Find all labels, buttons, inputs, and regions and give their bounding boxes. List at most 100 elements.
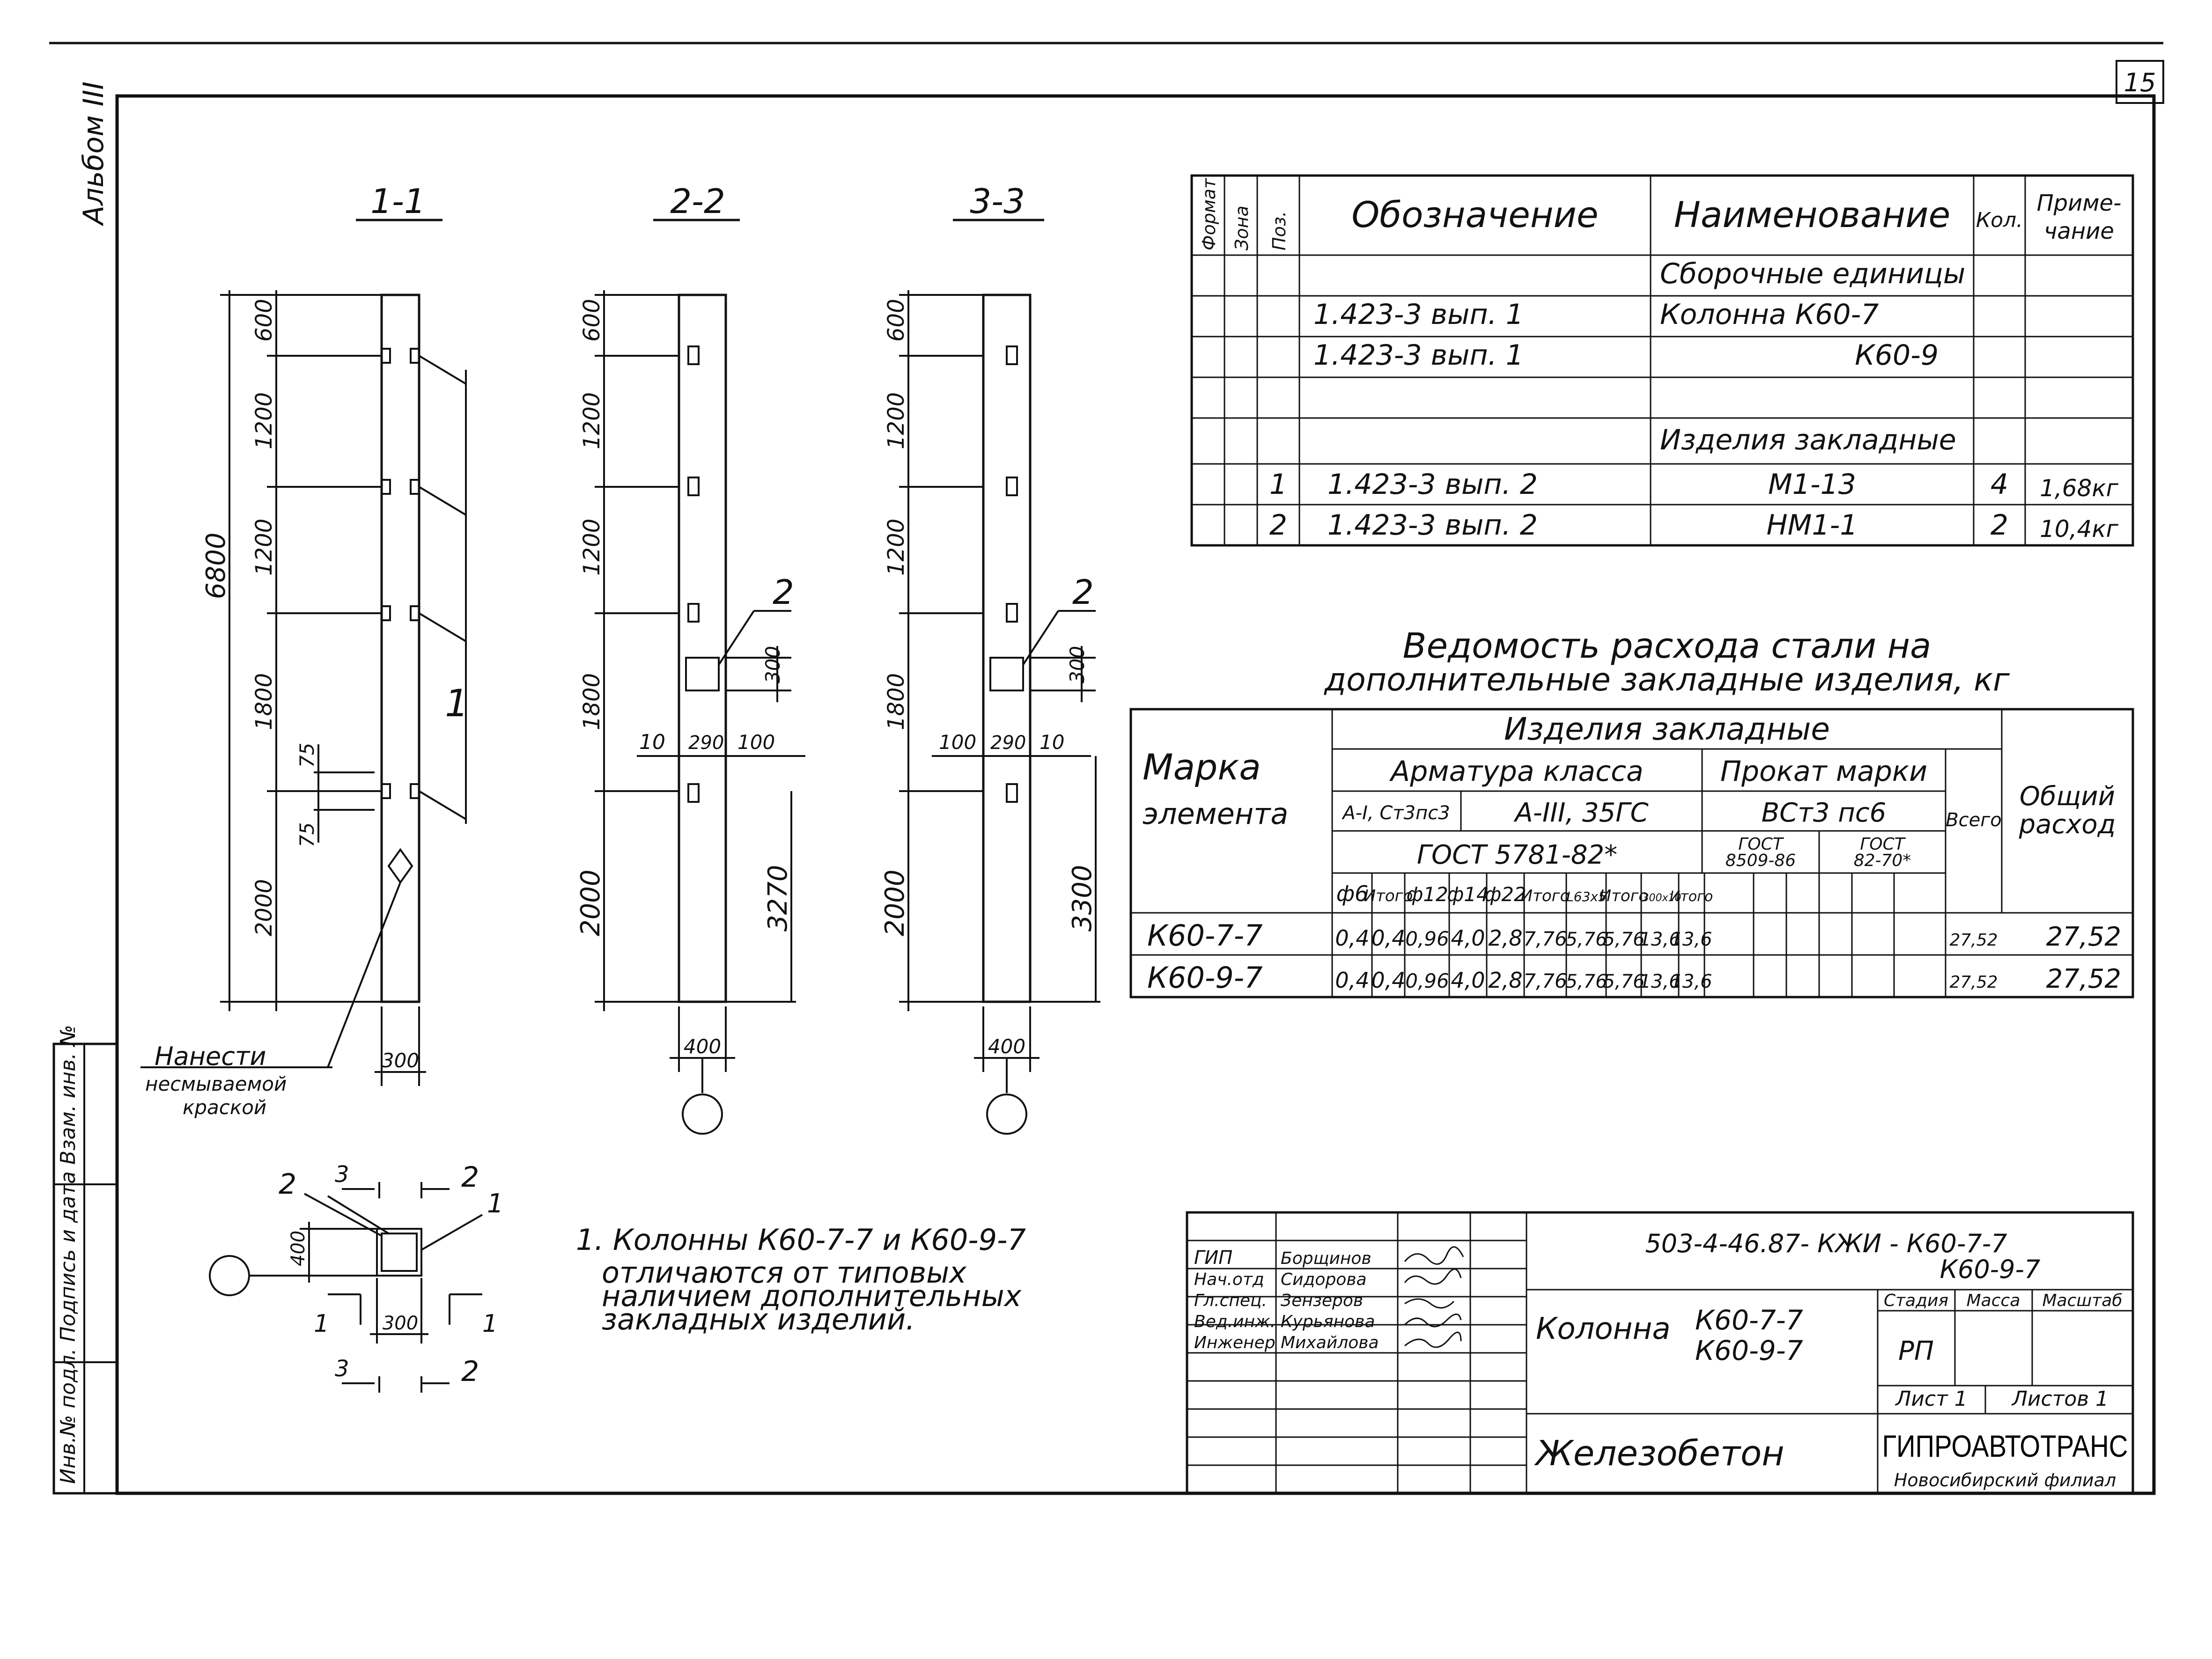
- section-3-plate-dim-1: 100: [939, 731, 976, 754]
- plan-label-3-bottom: 3: [335, 1356, 349, 1382]
- tb-object: Колонна: [1536, 1312, 1671, 1346]
- steel-col-8: Итого: [1600, 887, 1649, 905]
- tb-stage: РП: [1898, 1336, 1934, 1366]
- steel-cell: 0,96: [1405, 927, 1449, 950]
- plan-dim-300: 300: [383, 1313, 418, 1334]
- tb-code-2: К60-9-7: [1940, 1255, 2041, 1284]
- steel-cell: 4,0: [1451, 925, 1485, 951]
- steel-h-gost3-2: 82-70*: [1854, 851, 1911, 870]
- spec-h-note-1: Приме-: [2037, 190, 2122, 216]
- section-2-plate-dim-1: 10: [639, 730, 665, 754]
- steel-col-10: Итого: [1670, 888, 1713, 905]
- album-label: Альбом III: [77, 81, 110, 227]
- tb-name-2: Сидорова: [1281, 1270, 1367, 1289]
- steel-general-cell: 27,52: [2046, 922, 2121, 952]
- spec-r1-name: Сборочные единицы: [1660, 257, 1965, 290]
- sheet-number-box: [2116, 60, 2164, 104]
- section-1-seg-3: 1200: [251, 519, 277, 576]
- section-1-seg-5: 2000: [251, 879, 277, 936]
- spec-r7-name: НМ1-1: [1767, 509, 1858, 542]
- section-1-column: 1 6800 600 1200 1200 1800 2000 75 75 300…: [140, 290, 469, 1119]
- tb-sheets: Листов 1: [2011, 1387, 2109, 1411]
- spec-r7-designation: 1.423-3 вып. 2: [1327, 509, 1538, 542]
- steel-r1-mark: К60-7-7: [1147, 918, 1263, 953]
- tb-material: Железобетон: [1534, 1433, 1784, 1474]
- spec-r2-designation: 1.423-3 вып. 1: [1313, 298, 1524, 331]
- steel-cell: 27,52: [1949, 973, 1998, 992]
- steel-h-mark-1: Марка: [1143, 746, 1261, 788]
- section-3-column: 2 300 100 290 10 3300 600 1200 1200 1800…: [880, 290, 1100, 1135]
- spec-r7-pos: 2: [1269, 509, 1287, 542]
- section-2-plate-dim-2: 290: [688, 732, 724, 754]
- note-line-2: отличаются от типовых: [602, 1255, 967, 1290]
- section-3-callout: 2: [1072, 573, 1094, 612]
- section-2-seg-2: 1200: [579, 392, 605, 449]
- plan-dim-400: 400: [288, 1231, 309, 1266]
- section-1-small-dim-1: 75: [295, 743, 318, 768]
- general-note: 1. Колонны К60-7-7 и К60-9-7 отличаются …: [576, 1223, 1026, 1336]
- spec-r6-qty: 4: [1991, 468, 2008, 501]
- spec-r2-name: Колонна К60-7: [1660, 298, 1879, 331]
- steel-h-armature: Арматура класса: [1389, 755, 1644, 788]
- steel-h-a1: A-I, Cт3пс3: [1341, 802, 1450, 824]
- tb-role-2: Нач.отд: [1194, 1270, 1264, 1289]
- section-1-seg-2: 1200: [251, 392, 277, 449]
- section-3-width: 400: [988, 1035, 1025, 1058]
- spec-h-note-2: чание: [2044, 218, 2114, 244]
- section-1-total: 6800: [201, 532, 231, 599]
- section-3-seg-3: 1200: [883, 519, 909, 576]
- tb-scale-h: Масштаб: [2042, 1291, 2122, 1310]
- plan-view: 2 3 2 1 1 1 3 2 400 300: [209, 1161, 504, 1393]
- section-3-seg-5: 2000: [880, 869, 910, 936]
- steel-col-1: ф6: [1336, 881, 1369, 906]
- steel-cell: 27,52: [1949, 931, 1998, 950]
- plan-label-2-top: 2: [279, 1168, 296, 1201]
- section-1-callout: 1: [445, 682, 469, 725]
- plan-label-1-leader: 1: [487, 1189, 504, 1219]
- tb-org: ГИПРОАВТОТРАНС: [1882, 1429, 2128, 1463]
- section-1-note-2: несмываемой: [145, 1072, 287, 1095]
- spec-h-qty: Кол.: [1976, 208, 2023, 232]
- spec-h-zone: Зона: [1231, 206, 1252, 250]
- section-1-seg-4: 1800: [251, 673, 277, 730]
- plan-label-2-top-right: 2: [461, 1161, 479, 1194]
- tb-role-5: Инженер: [1194, 1333, 1276, 1352]
- title-block: 503-4-46.87- КЖИ - К60-7-7 К60-9-7 ГИП Н…: [1186, 1211, 2134, 1495]
- spec-r6-designation: 1.423-3 вып. 2: [1327, 468, 1538, 501]
- steel-cell: 0,4: [1335, 968, 1369, 993]
- section-1-note-1: Нанести: [155, 1042, 266, 1071]
- section-3-plate-dim-3: 10: [1040, 731, 1064, 754]
- spec-r7-note: 10,4кг: [2040, 515, 2119, 543]
- tb-sheet: Лист 1: [1895, 1387, 1967, 1411]
- section-3-height-right: 3300: [1067, 865, 1098, 932]
- steel-cell: 0,4: [1371, 925, 1405, 951]
- section-2-plate-dim-3: 100: [737, 731, 775, 754]
- plan-label-1-left: 1: [314, 1310, 329, 1338]
- steel-col-5: ф22: [1484, 883, 1526, 906]
- section-2-seg-3: 1200: [579, 519, 605, 576]
- spec-r6-name: М1-13: [1768, 468, 1856, 501]
- section-3-plate-height: 300: [1066, 646, 1089, 683]
- steel-cell: 5,76: [1603, 971, 1644, 992]
- tb-code: 503-4-46.87- КЖИ - К60-7-7: [1645, 1229, 2007, 1258]
- steel-h-gost2-1: ГОСТ: [1738, 835, 1784, 854]
- steel-cell: 2,8: [1488, 968, 1522, 993]
- steel-cell: 5,76: [1603, 929, 1644, 950]
- section-3-plate-dim-2: 290: [990, 732, 1026, 754]
- spec-r3-designation: 1.423-3 вып. 1: [1313, 339, 1524, 372]
- section-1-small-dim-2: 75: [295, 822, 318, 847]
- main-frame: [115, 94, 2156, 1495]
- note-line-4: закладных изделий.: [602, 1302, 915, 1336]
- steel-h-general-1: Общий: [2020, 781, 2115, 812]
- steel-r2-mark: К60-9-7: [1147, 961, 1263, 995]
- tb-role-3: Гл.спец.: [1194, 1291, 1267, 1310]
- binding-strip-text: Инв.№ подл. Подпись и дата Взам. инв. №: [56, 1025, 80, 1484]
- plan-label-2-bottom: 2: [461, 1355, 479, 1388]
- tb-name-1: Борщинов: [1281, 1249, 1371, 1268]
- section-2-height-right: 3270: [763, 865, 793, 932]
- spec-r6-pos: 1: [1269, 468, 1287, 501]
- steel-h-gost1: ГОСТ 5781-82*: [1417, 840, 1617, 870]
- spec-r5-name: Изделия закладные: [1660, 424, 1956, 456]
